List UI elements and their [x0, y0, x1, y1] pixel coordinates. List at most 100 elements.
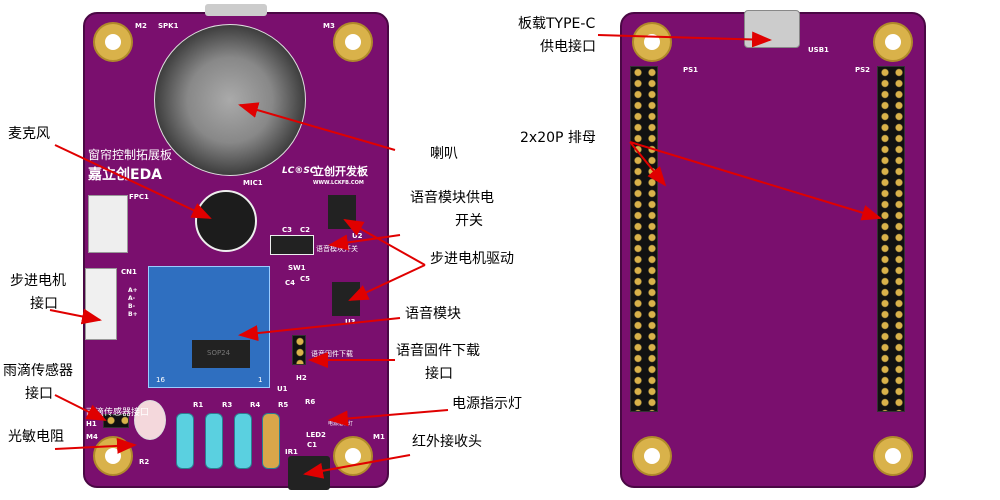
- arrow-photo: [54, 437, 137, 454]
- silk-spk1: SPK1: [158, 22, 179, 30]
- arrow-speaker: [238, 102, 396, 151]
- label-voice-module: 语音模块: [405, 306, 461, 322]
- header-ps1: [630, 66, 658, 412]
- silk-pin16: 16: [156, 376, 165, 384]
- resistor-r3: [205, 413, 223, 469]
- arrow-mic: [54, 144, 212, 219]
- silk-h1: H1: [86, 420, 97, 428]
- label-stepper-port-2: 接口: [30, 296, 58, 312]
- mount-hole-m3: [333, 22, 373, 62]
- lckfb-url: WWW.LCKFB.COM: [313, 180, 364, 186]
- silk-r2: R2: [139, 458, 150, 466]
- lckfb-logo: 立创开发板: [313, 165, 368, 178]
- arrow-voice-power: [328, 234, 401, 251]
- label-speaker: 喇叭: [430, 146, 458, 162]
- silk-h2-label: 语音固件下载: [311, 350, 353, 358]
- speaker: [154, 24, 306, 176]
- label-typec-2: 供电接口: [540, 39, 596, 55]
- silk-u1: U1: [277, 385, 288, 393]
- label-firmware-2: 接口: [425, 366, 453, 382]
- silk-fpc1: FPC1: [129, 193, 149, 201]
- resistor-r5: [262, 413, 280, 469]
- silk-a-plus: A+: [128, 287, 138, 294]
- silk-mic1: MIC1: [243, 179, 263, 187]
- silk-r5: R5: [278, 401, 289, 409]
- silk-h1-label: 雨滴传感器接口: [86, 408, 150, 418]
- label-voice-power-2: 开关: [455, 213, 483, 229]
- silk-usb1: USB1: [808, 46, 829, 54]
- mount-hole-back-tr: [873, 22, 913, 62]
- label-stepper-port-1: 步进电机: [10, 273, 66, 289]
- silk-a-minus: A-: [128, 295, 136, 302]
- silk-sop24: SOP24: [207, 349, 231, 357]
- arrow-led: [328, 409, 449, 427]
- mount-hole-back-tl: [632, 22, 672, 62]
- label-voice-power-1: 语音模块供电: [410, 190, 494, 206]
- silk-c2: C2: [300, 226, 311, 234]
- arrow-stepper-port: [49, 308, 102, 325]
- label-rain-1: 雨滴传感器: [3, 363, 73, 379]
- resistor-r1: [176, 413, 194, 469]
- silk-u3: U3: [345, 318, 356, 326]
- silk-ps2: PS2: [855, 66, 871, 74]
- silk-led2: LED2: [306, 431, 326, 439]
- silk-m4: M4: [86, 433, 98, 441]
- silk-ir1: IR1: [285, 448, 298, 456]
- microphone: [195, 190, 257, 252]
- silk-u2: U2: [352, 232, 363, 240]
- arrow-voice-module: [238, 317, 401, 342]
- silk-b-minus: B-: [128, 303, 136, 310]
- silk-c1: C1: [307, 441, 318, 449]
- label-stepper-driver: 步进电机驱动: [430, 251, 514, 267]
- header-h1: [103, 414, 129, 428]
- silk-r3: R3: [222, 401, 233, 409]
- stepper-connector: [85, 268, 117, 340]
- lcsc-logo: LC®SC: [282, 166, 317, 176]
- silk-m2: M2: [135, 22, 147, 30]
- label-firmware-1: 语音固件下载: [396, 343, 480, 359]
- type-c-edge: [205, 4, 267, 16]
- silk-c3: C3: [282, 226, 293, 234]
- arrow-typec: [597, 31, 772, 48]
- sop24-chip: [192, 340, 250, 368]
- header-ps2: [877, 66, 905, 412]
- mount-hole-back-br: [873, 436, 913, 476]
- label-header: 2x20P 排母: [520, 130, 596, 146]
- silk-r1: R1: [193, 401, 204, 409]
- silk-ps1: PS1: [683, 66, 699, 74]
- silk-c4: C4: [285, 279, 296, 287]
- silk-sw1: SW1: [288, 264, 306, 272]
- switch-sw1: [270, 235, 314, 255]
- expansion-board-back: [620, 12, 926, 488]
- mount-hole-m1: [333, 436, 373, 476]
- label-typec-1: 板载TYPE-C: [518, 16, 596, 32]
- label-rain-2: 接口: [25, 386, 53, 402]
- arrow-driver-u3: [348, 264, 426, 301]
- silk-r6: R6: [305, 398, 316, 406]
- silk-b-plus: B+: [128, 311, 138, 318]
- arrow-header-ps1: [629, 141, 667, 187]
- arrow-driver-u2: [343, 219, 426, 266]
- header-h2: [292, 335, 306, 365]
- arrow-ir: [303, 454, 411, 479]
- photoresistor: [134, 400, 166, 440]
- mount-hole-back-bl: [632, 436, 672, 476]
- silk-c5: C5: [300, 275, 311, 283]
- arrow-header-ps2: [629, 141, 882, 221]
- label-mic: 麦克风: [8, 126, 50, 142]
- silk-h2: H2: [296, 374, 307, 382]
- label-power-led: 电源指示灯: [452, 396, 522, 412]
- brand-logo: 嘉立创EDA: [88, 167, 163, 183]
- silk-r4: R4: [250, 401, 261, 409]
- arrow-rain: [54, 394, 107, 421]
- resistor-r4: [234, 413, 252, 469]
- label-ir-receiver: 红外接收头: [412, 434, 482, 450]
- silk-cn1: CN1: [121, 268, 137, 276]
- silk-m3: M3: [323, 22, 335, 30]
- mount-hole-m2: [93, 22, 133, 62]
- fpc-connector: [88, 195, 128, 253]
- silk-m1: M1: [373, 433, 385, 441]
- silk-pin1: 1: [258, 376, 263, 384]
- board-title: 窗帘控制拓展板: [88, 148, 173, 162]
